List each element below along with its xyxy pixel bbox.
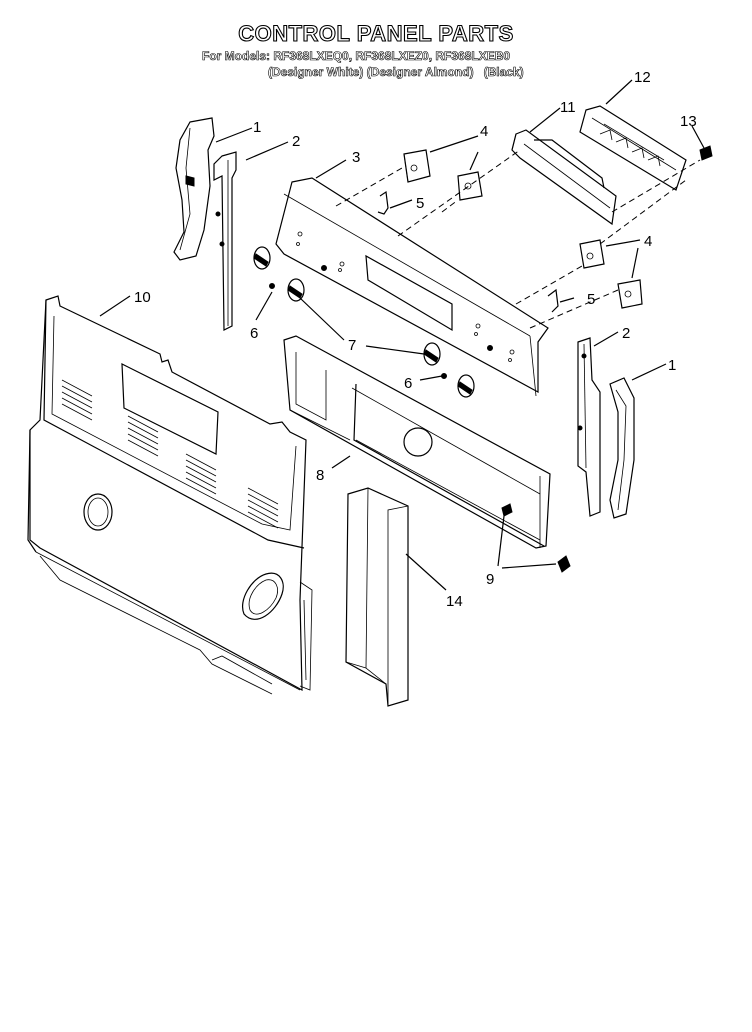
part-13-screw	[699, 145, 713, 161]
callout-14: 14	[446, 593, 463, 610]
part-12-overlay	[579, 105, 687, 191]
models-line: For Models: RF368LXEQ0, RF368LXEZ0, RF36…	[202, 49, 511, 64]
part-8-inner-panel	[283, 335, 551, 549]
callout-5-right: 5	[587, 291, 595, 308]
callout-7: 7	[348, 337, 356, 354]
diagram-header: CONTROL PANEL PARTS	[0, 21, 752, 46]
callout-2-left: 2	[292, 133, 300, 150]
callout-6-left: 6	[250, 325, 258, 342]
callout-10: 10	[134, 289, 151, 306]
callout-labels: 1 2 3 4 5 4 5 6 7 6 2 1 8 9 10 11 12 13 …	[134, 69, 697, 610]
callout-12: 12	[634, 69, 651, 86]
part-4-switches	[403, 149, 643, 309]
part-2-right-bracket	[577, 337, 601, 517]
callout-4-top: 4	[480, 123, 488, 140]
part-6-screws	[269, 265, 493, 379]
callout-9: 9	[486, 571, 494, 588]
part-7-knobs	[253, 246, 475, 398]
page-title: CONTROL PANEL PARTS	[238, 21, 514, 46]
part-10-back-panel	[27, 295, 313, 695]
part-9-screws	[501, 503, 571, 573]
part-11-display-frame	[511, 129, 617, 226]
callout-6-right: 6	[404, 375, 412, 392]
part-3-control-panel	[275, 177, 549, 397]
colors-line: (Designer White) (Designer Almond) (Blac…	[268, 65, 524, 80]
callout-13: 13	[680, 113, 697, 130]
callout-8: 8	[316, 467, 324, 484]
callout-4-right: 4	[644, 233, 652, 250]
callout-5-left: 5	[416, 195, 424, 212]
callout-1-left: 1	[253, 119, 261, 136]
alignment-lines	[335, 149, 701, 329]
callout-11: 11	[560, 99, 576, 116]
part-1-right-end-cap	[609, 377, 635, 519]
part-2-left-bracket	[213, 151, 237, 331]
callout-1-right: 1	[668, 357, 676, 374]
callout-3: 3	[352, 149, 360, 166]
callout-2-right: 2	[622, 325, 630, 342]
leader-lines	[99, 79, 705, 591]
part-1-left-end-cap	[173, 117, 215, 261]
part-14-side-trim	[345, 487, 409, 707]
part-5-switch-clips	[377, 190, 559, 313]
